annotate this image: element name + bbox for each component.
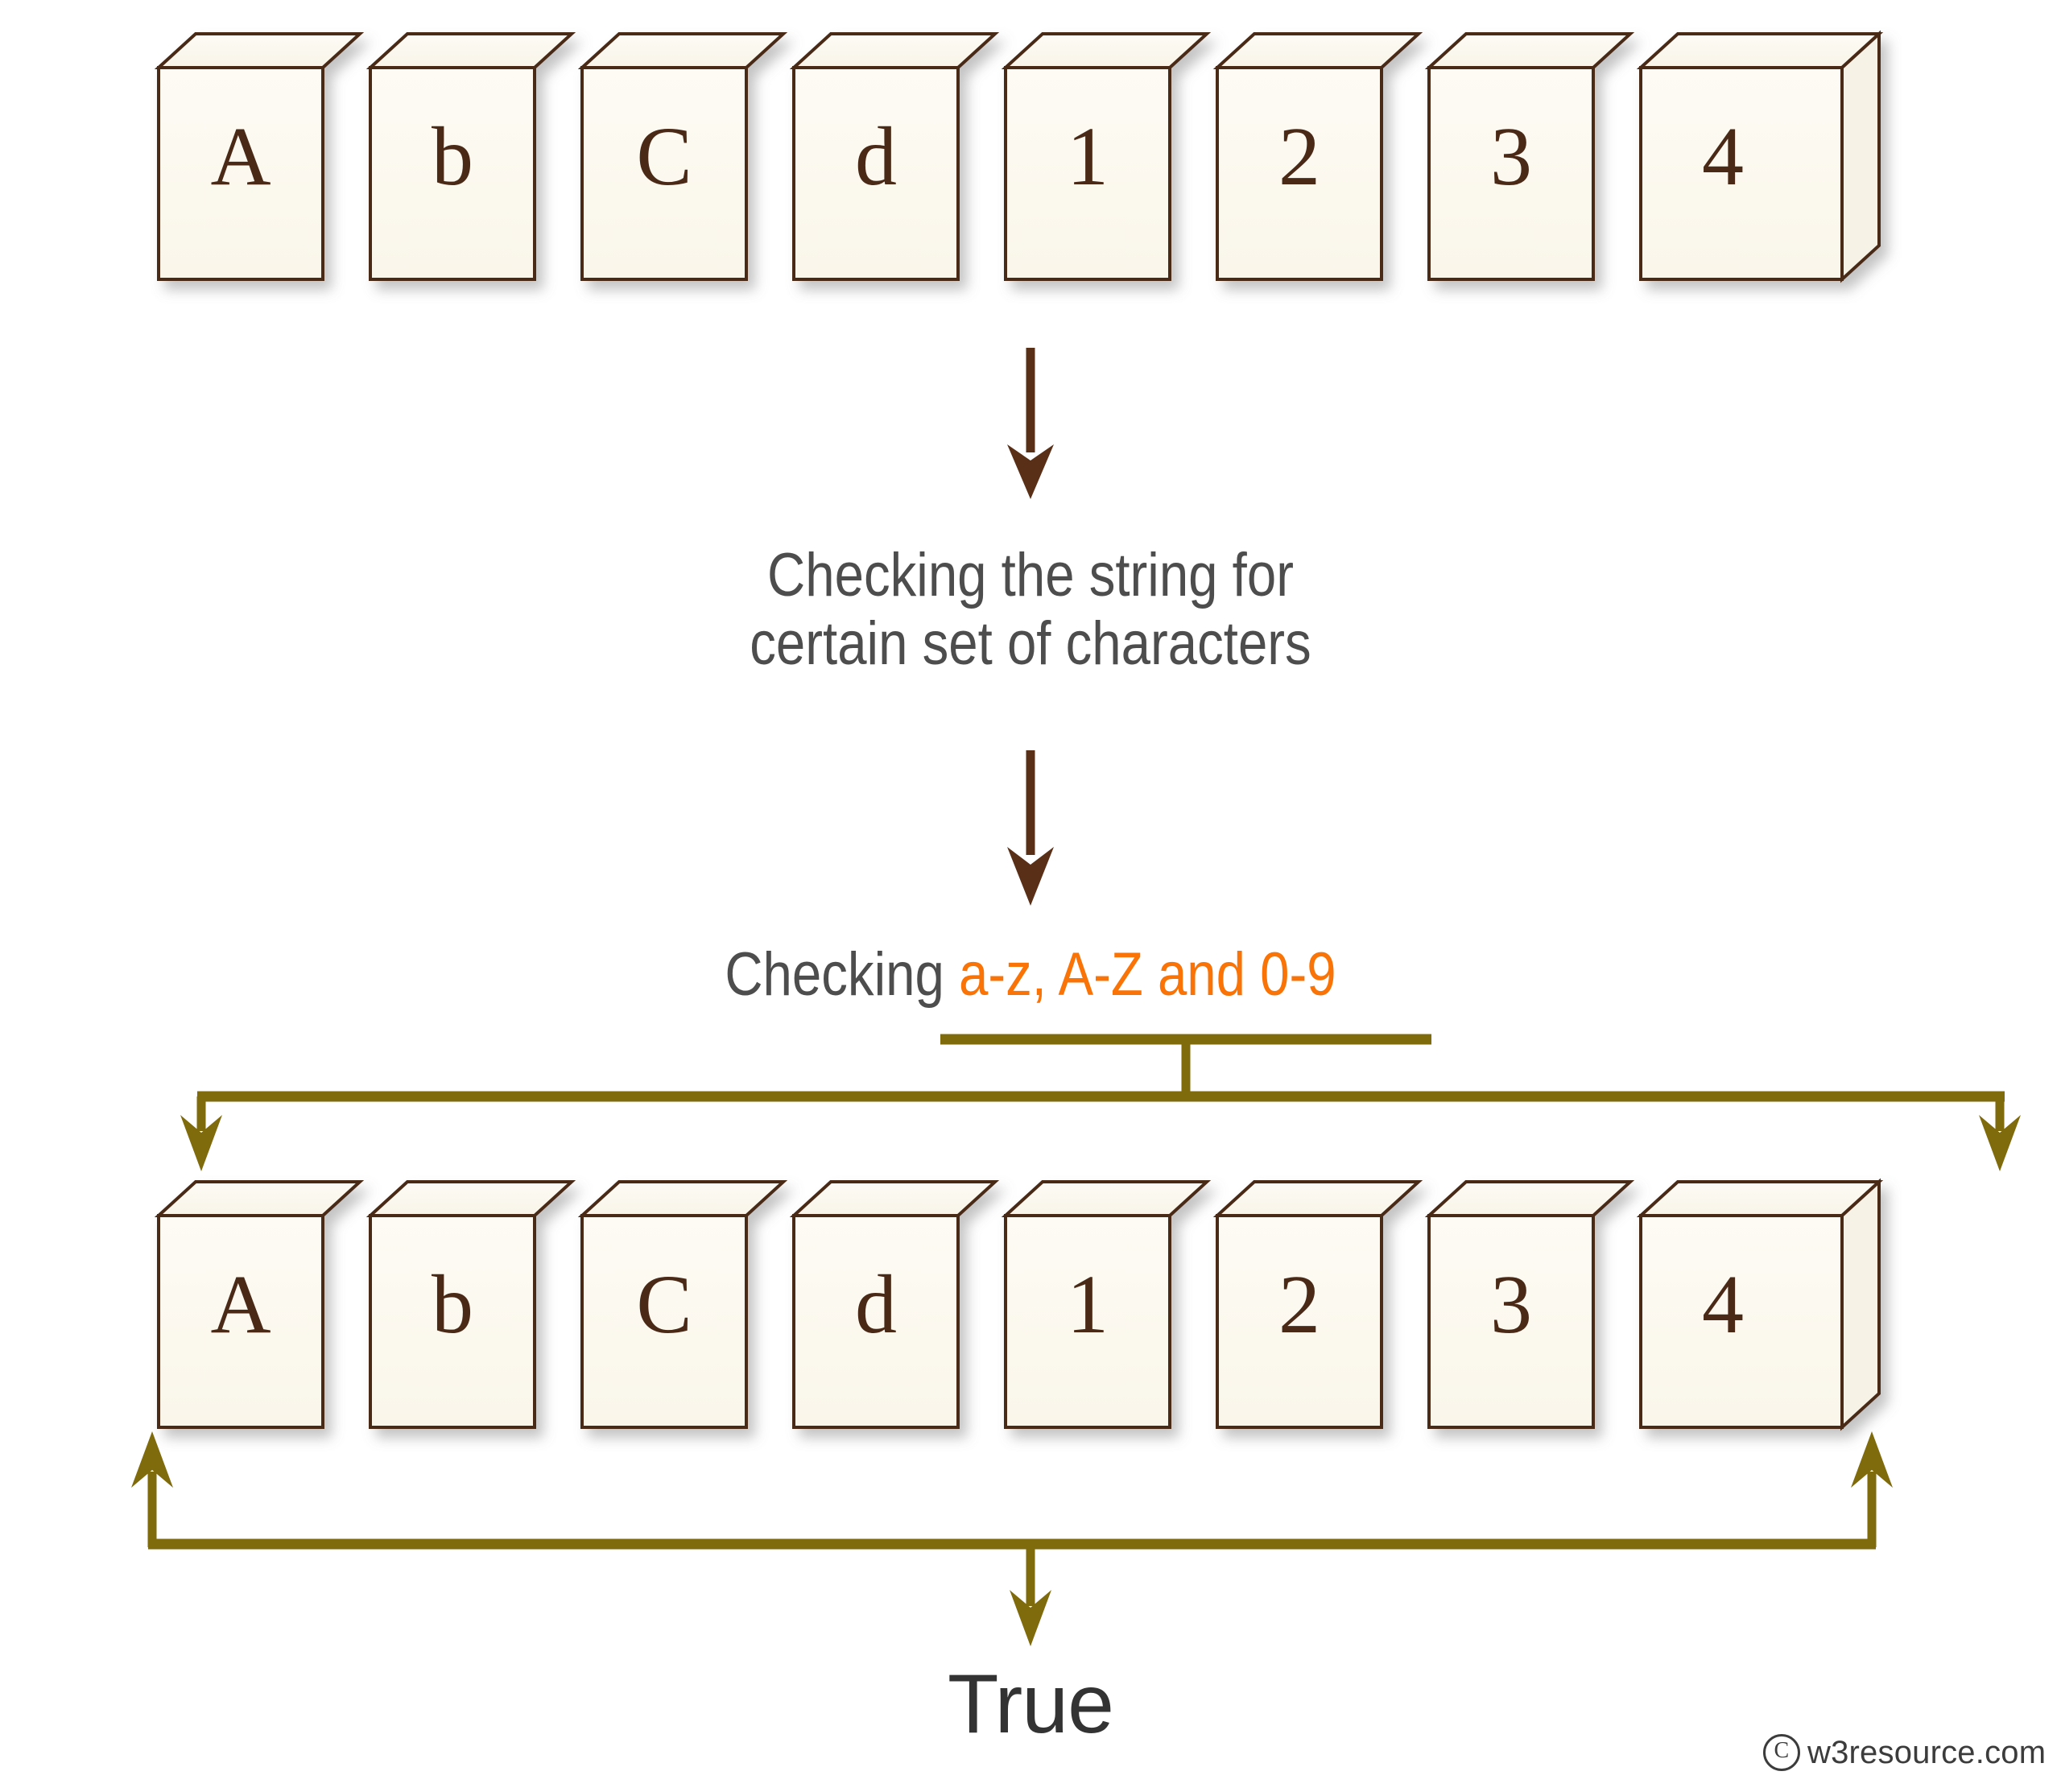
box-cell — [789, 1180, 1000, 1429]
box-cell — [366, 1180, 576, 1429]
box-cell — [1636, 30, 1884, 283]
box-cell — [577, 32, 788, 281]
box-cell — [1001, 1180, 1212, 1429]
box-cell — [366, 32, 576, 281]
box-cell — [1424, 1180, 1635, 1429]
box-cell — [1636, 1178, 1884, 1431]
cell-char: b — [432, 1258, 473, 1351]
cell-char: 4 — [1702, 110, 1744, 203]
watermark: C w3resource.com — [1763, 1734, 2046, 1771]
cell-char: A — [210, 110, 271, 203]
cell-char: 2 — [1278, 110, 1320, 203]
cell-char: C — [636, 1258, 692, 1351]
box-cell — [1212, 1180, 1423, 1429]
box-cell — [789, 32, 1000, 281]
cell-char: 1 — [1067, 110, 1109, 203]
watermark-text: w3resource.com — [1807, 1734, 2047, 1770]
step-1-line-2: certain set of characters — [750, 609, 1311, 679]
arrow-down-2 — [1007, 750, 1054, 906]
cell-char: 3 — [1490, 110, 1532, 203]
box-cell — [1424, 32, 1635, 281]
step-2-prefix: Checking — [725, 940, 960, 1009]
box-cell — [154, 32, 365, 281]
cell-char: d — [855, 110, 897, 203]
collector-bracket — [131, 1431, 1893, 1646]
cell-char: A — [210, 1258, 271, 1351]
cell-char: d — [855, 1258, 897, 1351]
input-string-row — [154, 30, 1884, 283]
box-cell — [154, 1180, 365, 1429]
step-1-caption: Checking the string for certain set of c… — [515, 541, 1546, 678]
box-cell — [577, 1180, 788, 1429]
cell-char: C — [636, 110, 692, 203]
distribution-bracket — [180, 1034, 2021, 1171]
arrow-down-1 — [1007, 348, 1054, 499]
step-2-highlight: a-z, A-Z and 0-9 — [959, 940, 1336, 1009]
validated-string-row — [154, 1178, 1884, 1431]
step-2-caption: Checking a-z, A-Z and 0-9 — [515, 940, 1546, 1009]
box-cell — [1212, 32, 1423, 281]
step-2-line: Checking a-z, A-Z and 0-9 — [588, 940, 1474, 1009]
step-1-line-1: Checking the string for — [767, 541, 1294, 609]
cell-char: b — [432, 110, 473, 203]
copyright-icon: C — [1763, 1734, 1800, 1771]
result-label: True — [948, 1658, 1114, 1751]
cell-char: 2 — [1278, 1258, 1320, 1351]
cell-char: 1 — [1067, 1258, 1109, 1351]
box-cell — [1001, 32, 1212, 281]
cell-char: 3 — [1490, 1258, 1532, 1351]
cell-char: 4 — [1702, 1258, 1744, 1351]
